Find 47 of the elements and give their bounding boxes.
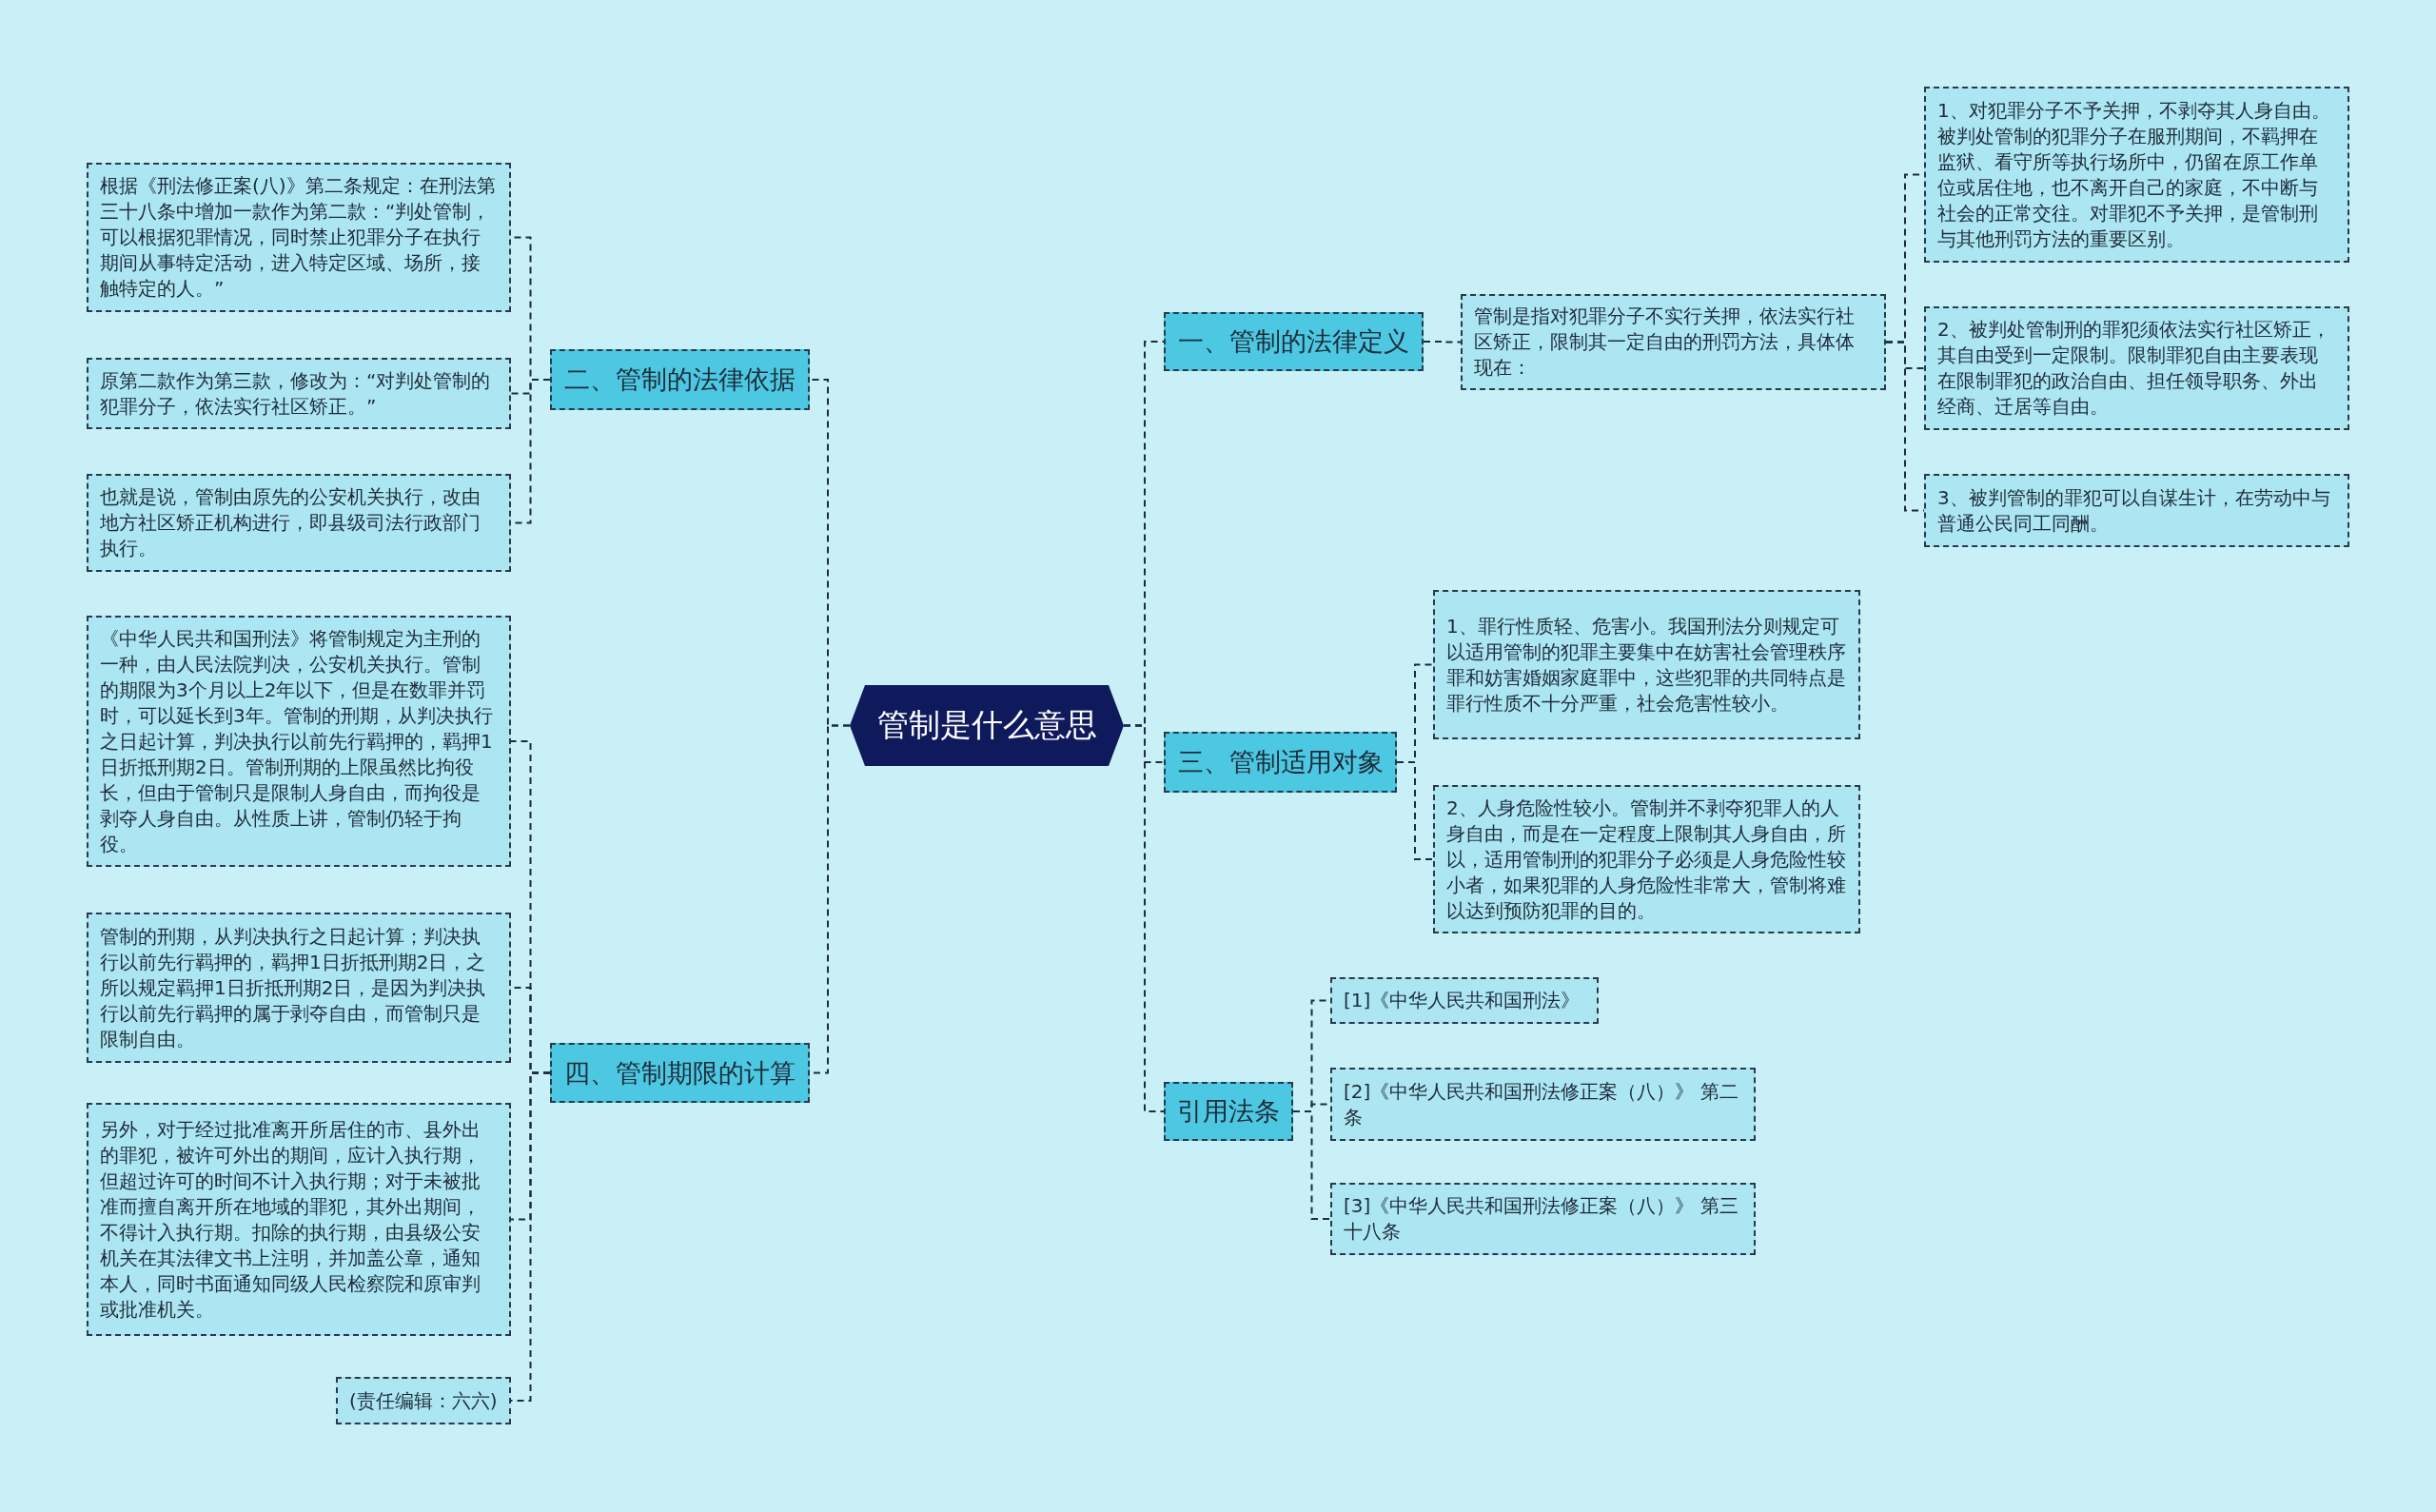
note-box [1330,1068,1756,1141]
topic-title: 二、管制的法律依据 [564,363,796,396]
note-text: 《中华人民共和国刑法》将管制规定为主刑的一种，由人民法院判决，公安机关执行。管制的期限为3个月以上2年以下，但是在数罪并罚时，可以延长到3年。管制的刑期，从判决执行之日起计算，判决执行以前先行羁押的，羁押1日折抵刑期2日。管制刑期的上限虽然比拘役长，但由于管制只是限制人身自由，而拘役是剥夺人身自由。从性质上讲，管制仍轻于拘役。 [100,625,494,857]
note-text: 2、人身危险性较小。管制并不剥夺犯罪人的人身自由，而是在一定程度上限制其人身自由，所以，适用管制刑的犯罪分子必须是人身危险性较小者，如果犯罪的人身危险性非常大，管制将难以达到预防犯罪的目的。 [1446,795,1847,924]
note-text: 2、被判处管制刑的罪犯须依法实行社区矫正，其自由受到一定限制。限制罪犯自由主要表现在限制罪犯的政治自由、担任领导职务、外出经商、迁居等自由。 [1937,317,2331,420]
topic-title: 一、管制的法律定义 [1178,325,1409,358]
note-text: 也就是说，管制由原先的公安机关执行，改由地方社区矫正机构进行，即县级司法行政部门执行。 [100,484,481,561]
topic-box [550,349,810,410]
note-box [87,163,511,312]
connector-line [1396,761,1434,860]
note-box [1461,294,1886,390]
note-box [87,358,511,429]
note-box [1433,785,1860,933]
root-title: 管制是什么意思 [876,705,1097,745]
note-box [1924,87,2349,263]
note-text: 1、罪行性质轻、危害小。我国刑法分则规定可以适用管制的犯罪主要集中在妨害社会管理秩序罪和妨害婚姻家庭罪中，这些犯罪的共同特点是罪行性质不十分严重，社会危害性较小。 [1446,613,1847,717]
note-box [87,913,511,1063]
topic-title: 引用法条 [1177,1095,1280,1128]
note-text: [3]《中华人民共和国刑法修正案（八）》 第三十八条 [1344,1193,1739,1245]
note-text: (责任编辑：六六) [349,1387,498,1414]
note-text: 另外，对于经过批准离开所居住的市、县外出的罪犯，被许可外出的期间，应计入执行期，但超过许可的时间不计入执行期；对于未被批准而擅自离开所在地域的罪犯，其外出期间，不得计入执行期。扣除的执行期，由县级公安机关在其法律文书上注明，并加盖公章，通知本人，同时书面通知同级人民检察院和原审判或批准机关。 [100,1116,481,1323]
note-text: 原第二款作为第三款，修改为：“对判处管制的犯罪分子，依法实行社区矫正。” [100,367,492,420]
connector-line [1292,1110,1331,1220]
note-text: 3、被判管制的罪犯可以自谋生计，在劳动中与普通公民同工同酬。 [1937,484,2331,537]
note-box [1433,590,1860,739]
note-box [1924,474,2349,547]
topic-box [550,1043,810,1103]
note-box [1330,1183,1756,1255]
topic-title: 四、管制期限的计算 [564,1056,796,1090]
topic-box [1164,1082,1293,1141]
connector-line [1123,724,1165,1112]
note-text: [1]《中华人民共和国刑法》 [1344,988,1581,1013]
note-text: 管制是指对犯罪分子不实行关押，依法实行社区矫正，限制其一定自由的刑罚方法，具体体现在： [1474,304,1856,381]
note-box [1330,977,1599,1024]
note-box [87,474,511,572]
note-box [1924,306,2349,430]
note-text: 根据《刑法修正案(八)》第二条规定：在刑法第三十八条中增加一款作为第二款：“判处管制，可以根据犯罪情况，同时禁止犯罪分子在执行期间从事特定活动，进入特定区域、场所，接触特定的人。” [100,173,497,302]
note-text: [2]《中华人民共和国刑法修正案（八）》 第二条 [1344,1078,1739,1130]
topic-box [1164,312,1424,371]
topic-box [1164,732,1397,793]
note-box [336,1377,511,1424]
topic-title: 三、管制适用对象 [1177,746,1384,778]
note-box [87,1103,511,1336]
note-text: 管制的刑期，从判决执行之日起计算；判决执行以前先行羁押的，羁押1日折抵刑期2日，之所以规定羁押1日折抵刑期2日，是因为判决执行以前先行羁押的属于剥夺自由，而管制只是限制自由。 [100,923,487,1052]
root-hexagon [850,685,1124,766]
connector-line [1423,341,1462,344]
note-text: 1、对犯罪分子不予关押，不剥夺其人身自由。被判处管制的犯罪分子在服刑期间，不羁押在监狱、看守所等执行场所中，仍留在原工作单位或居住地，也不离开自己的家庭，不中断与社会的正常交往。对罪犯不予关押，是管制刑与其他刑罚方法的重要区别。 [1937,97,2331,252]
